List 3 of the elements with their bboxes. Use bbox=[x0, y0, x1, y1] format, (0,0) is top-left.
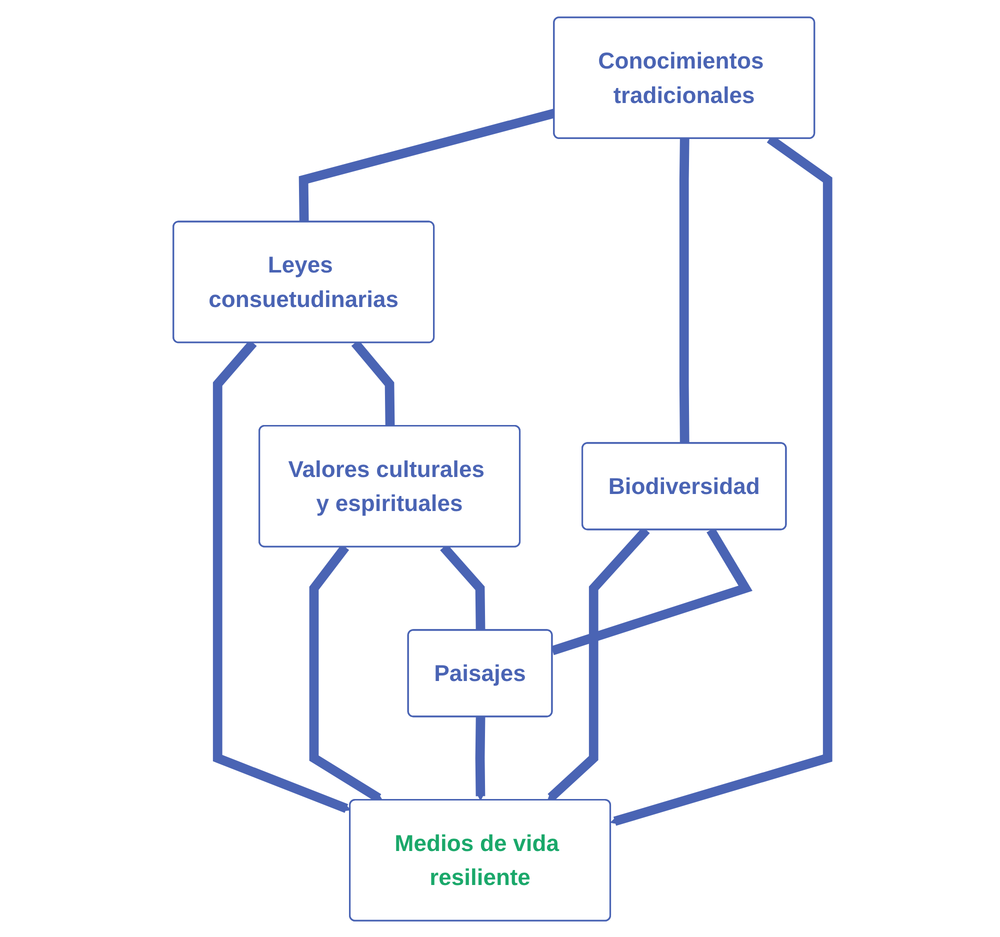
arrow bbox=[474, 716, 485, 800]
connector bbox=[678, 138, 689, 444]
connector bbox=[550, 527, 752, 655]
